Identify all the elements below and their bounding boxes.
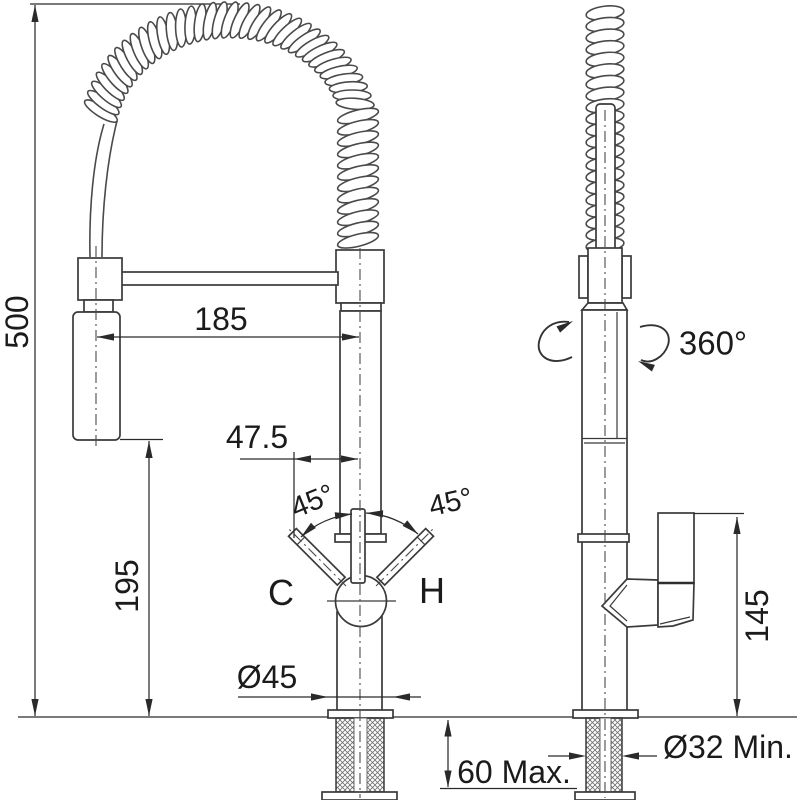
- rotation-arrow-right: [639, 324, 670, 363]
- spray-hose: [89, 123, 105, 258]
- spray-support-arm: [119, 271, 339, 286]
- dim-label-handle-height: 145: [739, 589, 775, 643]
- faucet-front-view: [72, 1, 436, 800]
- cold-water-label: C: [268, 572, 294, 613]
- upright-lever: [350, 508, 366, 584]
- dim-label-lever-offset: 47.5: [225, 419, 289, 455]
- dim-label-total-height: 500: [0, 295, 35, 349]
- dim-label-spout-reach: 185: [194, 301, 248, 337]
- spring-coil-front: [83, 1, 380, 249]
- faucet-side-view: [537, 5, 695, 800]
- dim-label-base-diameter: Ø45: [236, 659, 298, 695]
- dim-label-hole-diameter: Ø32 Min.: [663, 729, 793, 765]
- dimension-annotations: [18, 5, 797, 790]
- valve-body-side: [600, 578, 659, 628]
- swivel-label: 360°: [678, 324, 748, 362]
- dim-label-under-spout: 195: [109, 559, 145, 613]
- locking-nut-side: [574, 791, 636, 800]
- body-ring-side: [577, 533, 630, 543]
- rotation-arrow-left: [537, 320, 573, 362]
- dim-label-deck-thickness: 60 Max.: [457, 754, 571, 790]
- dimension-arrowheads: [31, 5, 741, 788]
- spray-holder: [77, 257, 123, 301]
- hot-water-label: H: [419, 570, 445, 611]
- handle-side: [657, 512, 695, 584]
